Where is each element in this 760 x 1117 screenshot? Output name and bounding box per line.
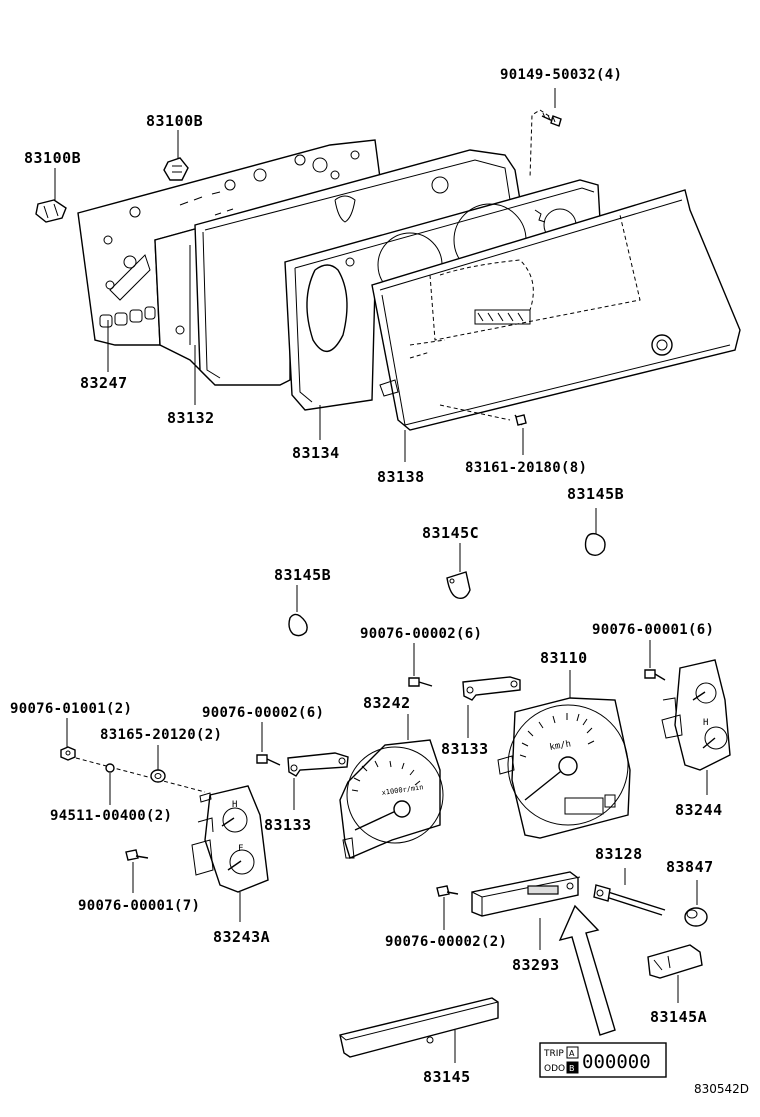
part-83145a-holder <box>647 944 703 1003</box>
label-90076-00002-bottom: 90076-00002(2) <box>385 934 507 950</box>
bulb-83145c-icon <box>446 543 471 600</box>
label-83110: 83110 <box>540 649 588 667</box>
display-odo-text: ODO <box>544 1064 565 1074</box>
label-83138: 83138 <box>377 468 425 486</box>
washer-83165-icon <box>150 745 166 783</box>
screw-90076-00002-mid-icon <box>256 722 281 766</box>
label-94511-00400: 94511-00400(2) <box>50 808 172 824</box>
clip-83100b-top-icon <box>163 157 189 181</box>
label-83132: 83132 <box>167 409 215 427</box>
diagram-id: 830542D <box>694 1082 749 1096</box>
screw-90076-00002-bottom-icon <box>436 885 459 930</box>
part-83293-odometer-display <box>471 871 581 950</box>
part-83110-speedometer <box>497 670 631 839</box>
part-83244-temp-gauge <box>661 659 731 795</box>
label-83133-left: 83133 <box>264 816 312 834</box>
part-83243a-fuel-temp-gauge <box>191 785 269 922</box>
label-83134: 83134 <box>292 444 340 462</box>
part-83128-trip-knob <box>593 868 666 916</box>
label-83293: 83293 <box>512 956 560 974</box>
display-digits-text: 000000 <box>582 1051 651 1073</box>
screw-90149-icon <box>541 112 562 127</box>
part-83110-lens-hood <box>371 189 741 431</box>
screw-83161-icon <box>439 404 527 426</box>
label-83145: 83145 <box>423 1068 471 1086</box>
screw-90076-00001-left-icon <box>125 849 149 893</box>
label-83128: 83128 <box>595 845 643 863</box>
hardware-path <box>75 757 206 793</box>
label-83133-right: 83133 <box>441 740 489 758</box>
label-83145b-left: 83145B <box>274 566 331 584</box>
label-90149-50032: 90149-50032(4) <box>500 67 622 83</box>
label-83244: 83244 <box>675 801 723 819</box>
label-83100b-left: 83100B <box>24 149 81 167</box>
odometer-readout-panel <box>539 1042 667 1078</box>
label-90076-01001: 90076-01001(2) <box>10 701 132 717</box>
arrow-to-display-icon <box>558 904 616 1036</box>
part-83242-tachometer <box>339 714 444 859</box>
label-83145b-right: 83145B <box>567 485 624 503</box>
fuel-f-text: F <box>238 844 243 854</box>
part-83133-left-bracket <box>287 752 349 810</box>
label-90076-00001-right: 90076-00001(6) <box>592 622 714 638</box>
clip-83100b-left-icon <box>35 199 67 223</box>
label-90076-00002-top: 90076-00002(6) <box>360 626 482 642</box>
screw-path-90149 <box>529 109 556 179</box>
speedo-unit-text: km/h <box>549 739 572 753</box>
screw-90076-00002-top-icon <box>408 643 433 687</box>
label-83242: 83242 <box>363 694 411 712</box>
label-83100b-top: 83100B <box>146 112 203 130</box>
label-83165-20120: 83165-20120(2) <box>100 727 222 743</box>
part-83847-knob-cap <box>684 880 708 927</box>
label-83247: 83247 <box>80 374 128 392</box>
display-trip-text: TRIP <box>543 1049 564 1059</box>
label-83145c: 83145C <box>422 524 479 542</box>
display-b-text: B <box>569 1064 575 1073</box>
label-83145a: 83145A <box>650 1008 707 1026</box>
screw-90076-00001-right-icon <box>644 640 666 681</box>
part-83133-right-bracket <box>462 676 521 738</box>
label-83243a: 83243A <box>213 928 270 946</box>
nut-90076-01001-icon <box>60 718 76 761</box>
label-83161-20180: 83161-20180(8) <box>465 460 587 476</box>
display-a-text: A <box>569 1049 575 1058</box>
label-83847: 83847 <box>666 858 714 876</box>
bulb-83145b-left-icon <box>288 585 308 637</box>
washer-94511-icon <box>105 763 115 805</box>
label-90076-00001-left: 90076-00001(7) <box>78 898 200 914</box>
bulb-83145b-right-icon <box>584 508 606 557</box>
part-83145-lens-strip <box>339 997 499 1063</box>
label-90076-00002-mid: 90076-00002(6) <box>202 705 324 721</box>
temp-h-text: H <box>232 800 237 810</box>
warn-h-text: H <box>703 718 708 728</box>
